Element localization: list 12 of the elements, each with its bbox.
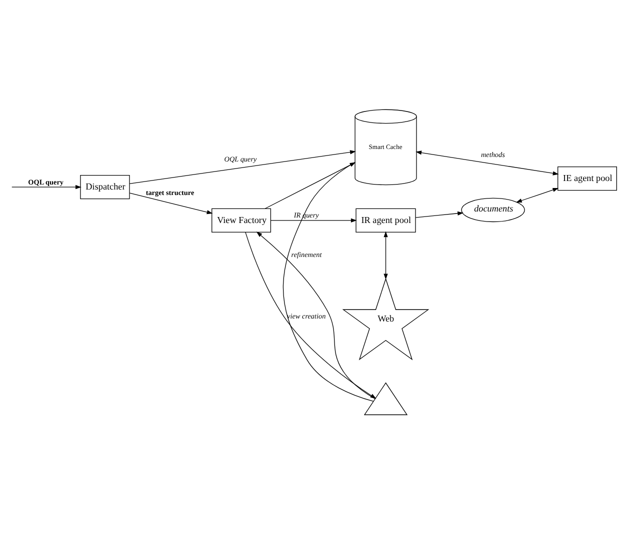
arrow bbox=[12, 185, 82, 190]
arrow bbox=[416, 150, 559, 176]
arrow bbox=[270, 218, 357, 222]
node-box: IR agent pool bbox=[356, 208, 416, 233]
node-box: Dispatcher bbox=[80, 175, 130, 200]
node-triangle bbox=[364, 382, 408, 416]
arrow bbox=[384, 231, 388, 280]
arrow bbox=[415, 211, 464, 218]
arrow bbox=[129, 192, 213, 214]
node-box: IE agent pool bbox=[558, 166, 617, 191]
node-box: View Factory bbox=[212, 208, 272, 233]
arrow bbox=[516, 188, 559, 203]
